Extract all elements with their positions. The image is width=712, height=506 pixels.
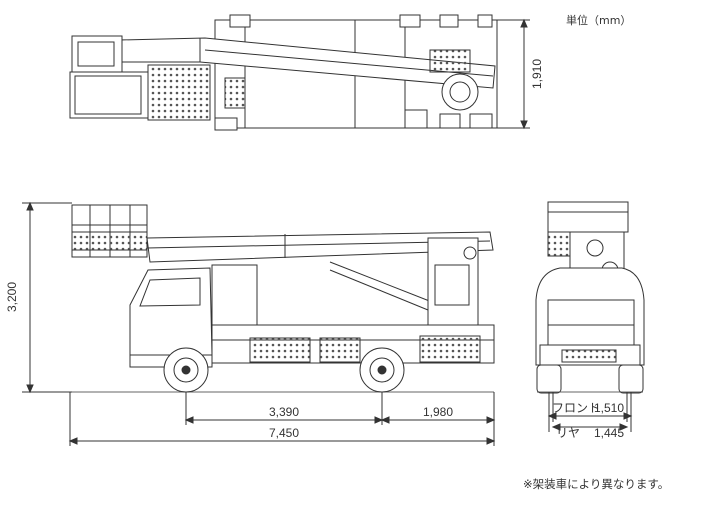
front-tread-value: 1,510 bbox=[594, 401, 624, 415]
rear-overhang-value: 1,980 bbox=[423, 405, 453, 419]
top-width-value: 1,910 bbox=[530, 59, 544, 89]
footnote: ※架装車により異なります。 bbox=[523, 477, 670, 491]
rear-tread-label: リヤ bbox=[556, 426, 580, 440]
front-tread-label: フロント bbox=[552, 401, 600, 415]
unit-label: 単位（mm） bbox=[566, 14, 632, 27]
overall-length-value: 7,450 bbox=[269, 426, 299, 440]
wheelbase-value: 3,390 bbox=[269, 405, 299, 419]
dim-top-width bbox=[497, 18, 530, 130]
total-height-value: 3,200 bbox=[5, 282, 19, 312]
top-view bbox=[69, 14, 498, 131]
dim-horizontal bbox=[68, 392, 496, 446]
dim-tread bbox=[547, 392, 633, 432]
rear-view bbox=[535, 201, 645, 394]
dim-total-height bbox=[22, 201, 72, 394]
side-view bbox=[70, 204, 495, 393]
rear-tread-value: 1,445 bbox=[594, 426, 624, 440]
